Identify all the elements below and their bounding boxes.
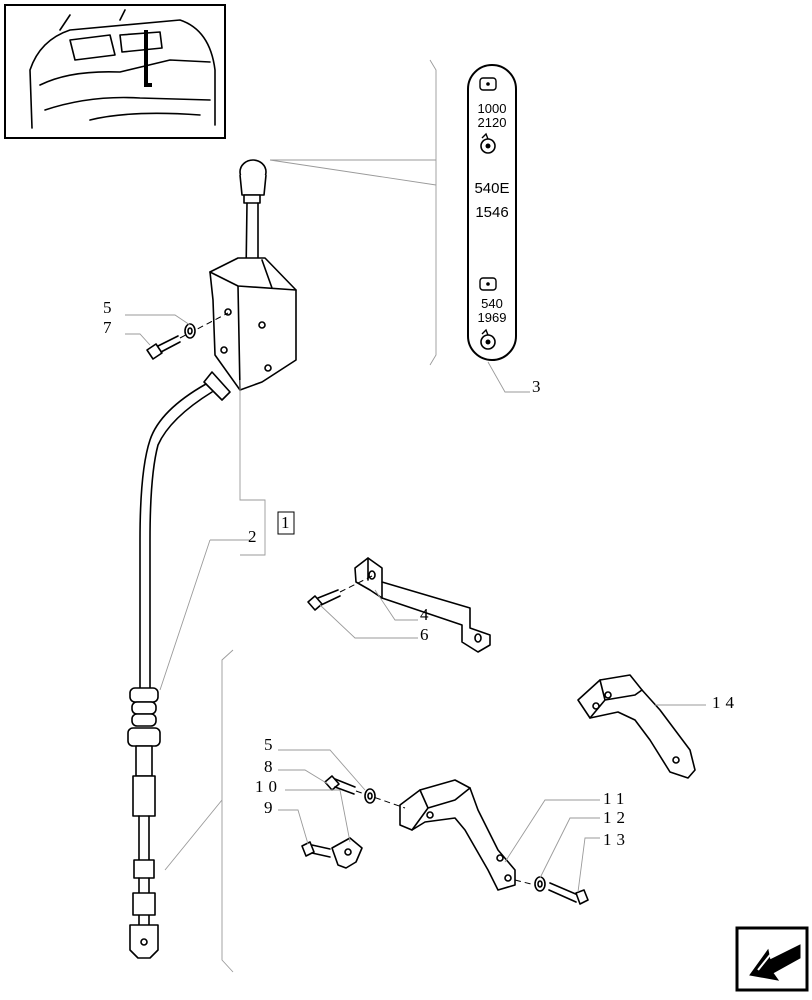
callout-12: 12: [603, 808, 630, 827]
control-cable: [127, 383, 213, 959]
callout-11: 11: [603, 789, 629, 808]
callout-1: 1: [281, 513, 295, 532]
next-page-arrow-icon[interactable]: [735, 926, 809, 992]
callout-5b: 5: [264, 735, 278, 754]
callout-7: 7: [103, 318, 117, 337]
lever-14: [577, 674, 696, 779]
bolt-13: [514, 876, 589, 905]
callout-3: 3: [532, 377, 546, 396]
pto-rotation-icon: [480, 132, 496, 154]
decal-speed-top-1: 1000: [478, 101, 507, 116]
decal-speed-bot-2: 1969: [478, 310, 507, 325]
bracket-4: [354, 557, 491, 653]
tractor-cab-thumbnail: [4, 4, 226, 139]
callout-10: 10: [255, 777, 282, 796]
clip-10: [331, 837, 363, 869]
decal-speed-mid-2: 1546: [475, 204, 508, 221]
lever-11: [399, 779, 516, 891]
callout-4: 4: [420, 605, 434, 624]
callout-5a: 5: [103, 298, 117, 317]
pto-rotation-icon: [479, 277, 497, 291]
callout-2: 2: [248, 527, 262, 546]
pto-speed-decal: 1000 2120 540E 1546 540 1969: [467, 64, 517, 361]
pto-rotation-icon: [480, 328, 496, 350]
callout-13: 13: [603, 830, 630, 849]
callout-6: 6: [420, 625, 434, 644]
bolt-6: [307, 575, 373, 611]
callout-9: 9: [264, 798, 278, 817]
control-lever-assembly: [203, 159, 297, 401]
bolt-8: [324, 775, 406, 809]
decal-speed-mid-1: 540E: [474, 180, 509, 197]
pto-rotation-icon: [479, 77, 497, 91]
bolt-7: [146, 312, 229, 360]
decal-speed-top-2: 2120: [478, 115, 507, 130]
pin-9: [301, 841, 331, 858]
decal-speed-bot-1: 540: [481, 296, 503, 311]
callout-8: 8: [264, 757, 278, 776]
callout-14: 14: [712, 693, 739, 712]
